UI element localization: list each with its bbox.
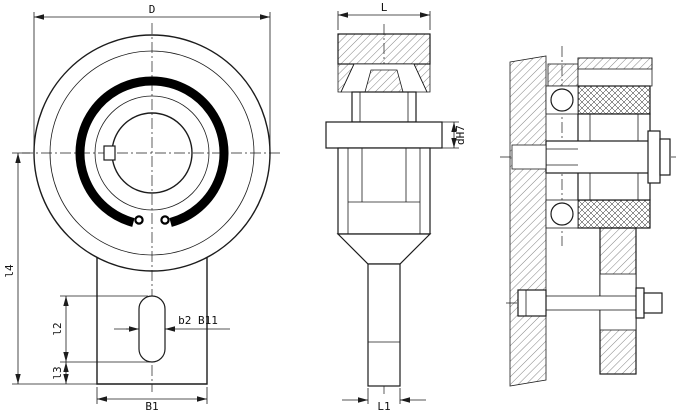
stud-thread-in-wall: [511, 144, 547, 170]
keyway: [103, 145, 116, 161]
rim-section-bottom: [577, 199, 651, 229]
rim-section-top: [577, 85, 651, 115]
dim-label-l2: l2: [51, 322, 64, 335]
dim-label-dH7: dH7: [454, 125, 467, 145]
clamp-bolt-head: [517, 289, 547, 317]
bracket-outline: [96, 257, 208, 385]
rim-wedge-left: [337, 63, 355, 93]
retaining-ring: [75, 76, 229, 227]
dim-label-L1: L1: [377, 400, 390, 413]
hub-circle: [94, 95, 210, 211]
housing-cap: [547, 63, 579, 87]
front-dimensions: D l4 l2 l3 B1 b2 B11: [3, 3, 271, 413]
mounting-wall: [509, 55, 547, 387]
retaining-ring-ear-left: [134, 215, 144, 225]
end-washer: [647, 130, 661, 184]
hub-section: [364, 69, 404, 93]
dim-label-b2B11: b2 B11: [178, 314, 218, 327]
mounting-shank: [367, 263, 401, 387]
stud-shaft: [545, 140, 657, 174]
clamp-washer: [635, 287, 645, 319]
bearing-ball-top: [550, 88, 574, 112]
rim-wedge-right: [413, 63, 431, 93]
dim-label-L: L: [381, 1, 388, 14]
clamp-bolt-shaft: [545, 295, 637, 311]
dim-label-l4: l4: [3, 264, 16, 278]
retaining-ring-ear-right: [160, 215, 170, 225]
side-dimensions: L dH7 L1: [337, 1, 467, 413]
wheel-rim-section: [337, 33, 431, 65]
wheel-outer-circle: [33, 34, 271, 272]
clamp-nut: [643, 292, 663, 314]
neck-band: [351, 91, 417, 123]
body-section: [337, 147, 431, 235]
bracket-slot: [138, 295, 166, 363]
side-view: L dH7 L1: [325, 1, 467, 413]
dim-label-D: D: [149, 3, 156, 16]
bearing-ball-bottom: [550, 202, 574, 226]
dim-label-B1: B1: [145, 400, 158, 413]
end-retainer: [659, 138, 671, 176]
pilot-flange: [325, 121, 443, 149]
wheel-rim-circle: [49, 50, 255, 256]
front-view: D l4 l2 l3 B1 b2 B11: [3, 3, 282, 413]
dim-label-l3: l3: [51, 366, 64, 379]
section-view: [500, 46, 676, 387]
